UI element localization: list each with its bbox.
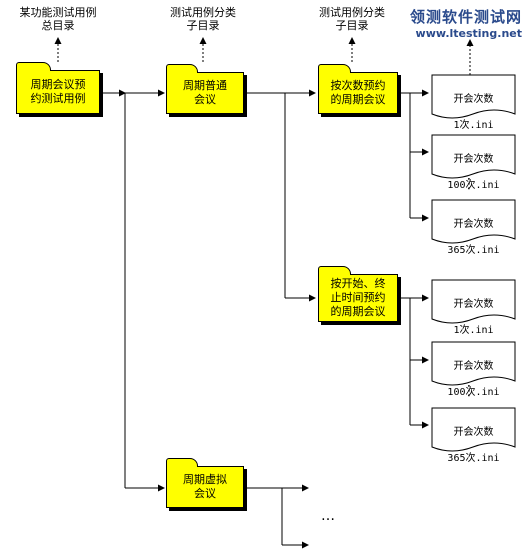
folder-by-count-label: 按次数预约 的周期会议 xyxy=(330,79,386,106)
file-doc-shape xyxy=(431,407,516,452)
folder-tab xyxy=(16,62,51,71)
file-title: 开会次数 xyxy=(453,154,494,165)
file-name: 100次.ini xyxy=(447,387,500,398)
file-item: 开会次数 100次.ini xyxy=(432,347,515,412)
folder-by-time-label: 按开始、终 止时间预约 的周期会议 xyxy=(330,277,386,318)
watermark-title: 领测软件测试网 xyxy=(409,8,522,26)
file-name: 100次.ini xyxy=(447,180,500,191)
file-doc-shape xyxy=(431,279,516,324)
file-title: 开会次数 xyxy=(453,299,494,310)
file-item: 开会次数 365次.ini xyxy=(432,413,515,478)
file-item: 开会次数 1次.ini xyxy=(432,285,515,350)
file-name: 365次.ini xyxy=(447,245,500,256)
file-title: 开会次数 xyxy=(453,219,494,230)
file-item: 开会次数 1次.ini xyxy=(432,80,515,145)
file-title: 开会次数 xyxy=(453,427,494,438)
file-title: 开会次数 xyxy=(453,94,494,105)
label-category-subdir-2: 测试用例分类 子目录 xyxy=(319,6,385,32)
folder-root: 周期会议预 约测试用例 xyxy=(16,62,100,114)
folder-tab xyxy=(318,266,352,275)
folder-virtual-label: 周期虚拟 会议 xyxy=(183,473,227,500)
ellipsis-horizontal: … xyxy=(321,508,335,524)
folder-normal: 周期普通 会议 xyxy=(166,64,244,114)
file-doc-shape xyxy=(431,74,516,119)
file-name: 1次.ini xyxy=(453,120,494,131)
folder-by-time: 按开始、终 止时间预约 的周期会议 xyxy=(318,266,398,322)
file-item: 开会次数 365次.ini xyxy=(432,205,515,270)
file-name: 365次.ini xyxy=(447,453,500,464)
ellipsis-vertical: ⋮ xyxy=(462,176,476,192)
folder-tab xyxy=(166,64,199,73)
folder-tab xyxy=(166,458,199,467)
file-doc-shape xyxy=(431,134,516,179)
folder-tab xyxy=(318,64,352,73)
watermark: 领测软件测试网 www.ltesting.net xyxy=(410,6,522,40)
file-item: 开会次数 100次.ini xyxy=(432,140,515,205)
file-name: 1次.ini xyxy=(453,325,494,336)
folder-virtual: 周期虚拟 会议 xyxy=(166,458,244,508)
file-doc-shape xyxy=(431,199,516,244)
ellipsis-vertical: ⋮ xyxy=(462,383,476,399)
folder-by-count: 按次数预约 的周期会议 xyxy=(318,64,398,114)
folder-normal-label: 周期普通 会议 xyxy=(183,79,227,106)
label-category-subdir-1: 测试用例分类 子目录 xyxy=(170,6,236,32)
watermark-url: www.ltesting.net xyxy=(415,27,522,40)
folder-root-label: 周期会议预 约测试用例 xyxy=(30,78,86,105)
label-test-case-root-dir: 某功能测试用例 总目录 xyxy=(19,6,97,32)
file-doc-shape xyxy=(431,341,516,386)
file-title: 开会次数 xyxy=(453,361,494,372)
